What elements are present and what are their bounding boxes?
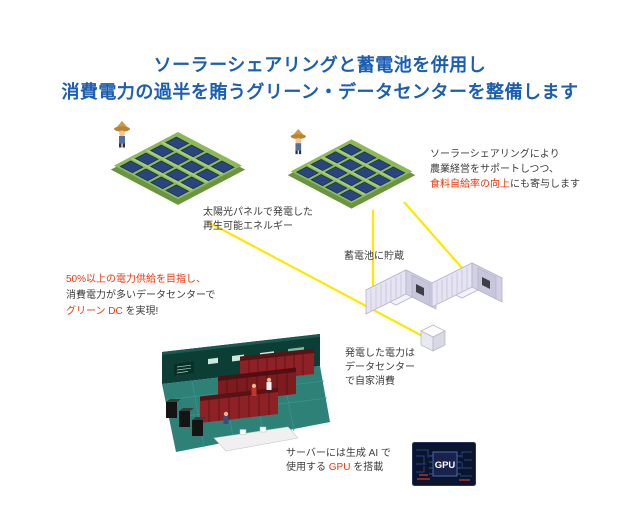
datacenter-illustration xyxy=(148,326,338,464)
annotation-gpu-line2-rest: を搭載 xyxy=(350,462,384,473)
annotation-goal-line3-rest: を実現! xyxy=(122,306,159,317)
title-line1: ソーラーシェアリングと蓄電池を併用し xyxy=(153,55,487,75)
annotation-goal-line2: 消費電力が多いデータセンターで xyxy=(66,290,216,301)
annotation-goal-line3: グリーン DC を実現! xyxy=(66,304,215,320)
annotation-solar-right-line3-rest: にも寄与します xyxy=(510,179,580,190)
power-conversion-unit xyxy=(419,323,447,353)
annotation-datacenter-line2: データセンター xyxy=(345,362,415,373)
annotation-datacenter-line3: で自家消費 xyxy=(345,376,395,387)
gpu-chip-label: GPU xyxy=(435,460,456,471)
annotation-datacenter-line1: 発電した電力は xyxy=(345,348,415,359)
annotation-solar-right-line3: 食料自給率の向上にも寄与します xyxy=(430,177,580,192)
staff-figures xyxy=(223,377,272,424)
annotation-datacenter: 発電した電力は データセンター で自家消費 xyxy=(345,347,415,389)
battery-container-right xyxy=(430,259,506,327)
gpu-chip-illustration: GPU xyxy=(412,442,476,486)
annotation-battery: 蓄電池に貯蔵 xyxy=(344,250,404,264)
annotation-solar-left-line2: 再生可能エネルギー xyxy=(203,220,293,232)
server-units-black xyxy=(166,399,207,436)
annotation-battery-text: 蓄電池に貯蔵 xyxy=(344,251,404,262)
annotation-gpu-line1: サーバーには生成 AI で xyxy=(286,448,391,459)
title-line2: 消費電力の過半を賄うグリーン・データセンターを整備します xyxy=(61,82,579,102)
page-title: ソーラーシェアリングと蓄電池を併用し 消費電力の過半を賄うグリーン・データセンタ… xyxy=(0,52,640,106)
annotation-goal-line3-highlight: グリーン DC xyxy=(66,306,123,317)
annotation-solar-right: ソーラーシェアリングにより 農業経営をサポートしつつ、 食料自給率の向上にも寄与… xyxy=(430,147,580,192)
annotation-gpu-line2: 使用する GPU を搭載 xyxy=(286,461,391,475)
annotation-solar-right-line1: ソーラーシェアリングにより xyxy=(430,149,560,160)
solar-farm-left-illustration xyxy=(108,120,248,220)
annotation-solar-right-line3-highlight: 食料自給率の向上 xyxy=(430,179,510,190)
annotation-solar-left: 太陽光パネルで発電した 再生可能エネルギー xyxy=(203,206,313,233)
connector-line-right-farm-to-battery-right xyxy=(403,201,463,269)
wall-board xyxy=(174,361,194,376)
server-racks xyxy=(200,348,314,423)
annotation-solar-left-line1: 太陽光パネルで発電した xyxy=(203,207,313,218)
annotation-gpu: サーバーには生成 AI で 使用する GPU を搭載 xyxy=(286,447,391,475)
annotation-gpu-line2-pre: 使用する xyxy=(286,462,329,473)
annotation-goal: 50%以上の電力供給を目指し、 消費電力が多いデータセンターで グリーン DC … xyxy=(66,272,215,320)
connector-line-left-farm-to-unit xyxy=(207,221,431,341)
annotation-solar-right-line2: 農業経営をサポートしつつ、 xyxy=(430,164,559,175)
annotation-gpu-line2-highlight: GPU xyxy=(328,462,351,473)
annotation-goal-line1: 50%以上の電力供給を目指し、 xyxy=(66,274,207,285)
